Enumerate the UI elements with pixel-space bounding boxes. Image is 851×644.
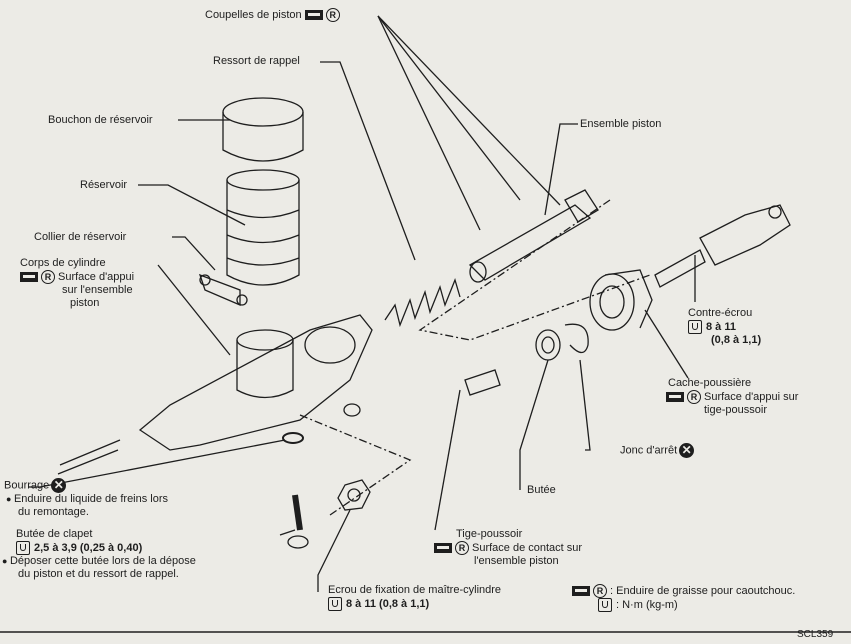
- axis-line: [418, 199, 651, 341]
- label-jonc: Jonc d'arrêt✕: [620, 443, 695, 458]
- leader-ecrou: [317, 509, 351, 592]
- leader-collier: [172, 236, 216, 271]
- torque-icon: [328, 597, 342, 611]
- push-rod: [654, 249, 706, 288]
- r-circle-icon: R: [455, 541, 469, 555]
- piston: [468, 204, 592, 281]
- spring: [384, 278, 461, 328]
- mounting-nut: [337, 479, 371, 511]
- r-circle-icon: R: [687, 390, 701, 404]
- leader-cache: [644, 309, 689, 379]
- label-ensemble-piston: Ensemble piston: [580, 118, 662, 130]
- clevis: [699, 204, 791, 266]
- label-bourrage: Bourrage✕ Enduire du liquide de freins l…: [4, 478, 168, 519]
- r-circle-icon: R: [325, 8, 340, 22]
- label-reservoir: Réservoir: [80, 179, 128, 191]
- torque-icon: [598, 598, 612, 612]
- stopper: [535, 329, 561, 361]
- label-contre-ecrou: Contre-écrou 8 à 11 (0,8 à 1,1): [688, 307, 762, 346]
- label-coupelles: Coupelles de piston R: [205, 8, 343, 22]
- leader-tige: [434, 389, 461, 531]
- axis-line-2: [299, 414, 412, 516]
- leader-coupelles-1: [377, 15, 521, 201]
- label-collier: Collier de réservoir: [34, 231, 127, 243]
- label-ecrou: Ecrou de fixation de maître-cylindre 8 à…: [328, 584, 502, 611]
- torque-icon: [16, 541, 30, 555]
- reservoir-cap-top: [222, 97, 304, 127]
- replace-x-icon: ✕: [679, 443, 695, 458]
- r-circle-icon: R: [593, 584, 607, 598]
- grease-icon: [20, 272, 38, 282]
- dust-boot: [589, 273, 635, 331]
- leader-ensemble: [544, 123, 578, 216]
- replace-x-icon: ✕: [51, 478, 67, 493]
- label-ressort: Ressort de rappel: [213, 55, 300, 67]
- leader-reservoir: [138, 184, 246, 226]
- push-pin: [464, 369, 501, 396]
- leader-coupelles-3: [377, 15, 481, 231]
- legend: R: Enduire de graisse pour caoutchouc. :…: [572, 584, 795, 612]
- leader-corps: [157, 264, 231, 356]
- label-bouchon: Bouchon de réservoir: [48, 114, 153, 126]
- grease-icon: [304, 10, 323, 20]
- grease-icon: [666, 392, 684, 402]
- leader-butee-clapet: [279, 529, 296, 536]
- leader-bourrage: [28, 439, 286, 488]
- leader-butee: [519, 359, 549, 490]
- torque-icon: [688, 320, 702, 334]
- leader-ressort: [320, 61, 416, 261]
- valve-stop: [292, 494, 303, 531]
- grease-icon: [572, 586, 590, 596]
- snap-ring: [564, 323, 589, 354]
- label-butee-clapet: Butée de clapet 2,5 à 3,9 (0,25 à 0,40) …: [10, 528, 196, 581]
- grease-icon: [434, 543, 452, 553]
- label-butee: Butée: [527, 484, 556, 496]
- leader-coupelles-2: [377, 15, 561, 206]
- reservoir-cap-body: [222, 112, 304, 162]
- r-circle-icon: R: [41, 270, 55, 284]
- leader-jonc: [579, 359, 591, 451]
- figure-code: SCL359: [797, 629, 834, 640]
